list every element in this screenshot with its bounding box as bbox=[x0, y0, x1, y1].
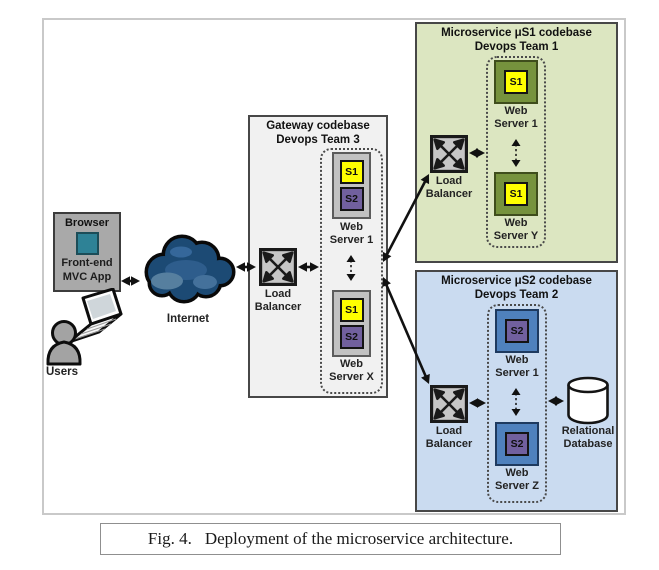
lb-label-line1: Load bbox=[435, 425, 463, 437]
s1-chip: S1 bbox=[504, 182, 528, 206]
ws-label-line2: Server 1 bbox=[329, 234, 374, 246]
database-label-line2: Database bbox=[563, 438, 613, 450]
lb-label-line2: Balancer bbox=[425, 188, 473, 200]
ws-label-line2: Server X bbox=[329, 371, 374, 383]
lb-label-line1: Load bbox=[264, 288, 292, 300]
caption-label: Fig. 4. bbox=[147, 529, 192, 548]
gateway-server-group bbox=[320, 148, 383, 394]
gateway-web-server-1-label: Web Server 1 bbox=[320, 221, 383, 247]
microservice2-load-balancer bbox=[429, 385, 469, 423]
ws-label-line1: Web bbox=[339, 221, 364, 233]
microservice1-lb-label: Load Balancer bbox=[420, 175, 478, 201]
microservice1-web-server-y-label: Web Server Y bbox=[486, 217, 546, 243]
microservice2-title: Microservice μS2 codebase bbox=[441, 275, 592, 287]
browser-title: Browser bbox=[64, 217, 110, 229]
microservice2-web-server-z-label: Web Server Z bbox=[487, 467, 547, 493]
caption-text: Deployment of the microservice architect… bbox=[204, 529, 514, 548]
microservice1-title: Microservice μS1 codebase bbox=[441, 27, 592, 39]
ws-label-line2: Server 1 bbox=[495, 367, 539, 379]
load-balancer-icon bbox=[430, 135, 468, 173]
internet-cloud-icon bbox=[144, 234, 236, 304]
ws-label-line2: Server Z bbox=[494, 480, 540, 492]
ws-label-line1: Web bbox=[505, 467, 529, 479]
users-icon bbox=[46, 288, 123, 366]
lb-label-line2: Balancer bbox=[254, 301, 302, 313]
internet-label: Internet bbox=[166, 313, 210, 325]
ws-label-line2: Server Y bbox=[493, 230, 539, 242]
load-balancer-icon bbox=[259, 248, 297, 286]
gateway-title: Gateway codebase bbox=[266, 120, 370, 132]
users-label: Users bbox=[46, 366, 78, 378]
browser-app-icon bbox=[75, 232, 99, 255]
database-label-line1: Relational bbox=[561, 425, 615, 437]
s1-chip: S1 bbox=[339, 298, 364, 322]
gateway-web-server-x-label: Web Server X bbox=[320, 358, 383, 384]
microservice2-web-server-1-label: Web Server 1 bbox=[487, 354, 547, 380]
gateway-web-server-x: S1 S2 bbox=[332, 290, 371, 357]
microservice2-server-group bbox=[487, 304, 547, 503]
gateway-web-server-1: S1 S2 bbox=[332, 152, 371, 219]
browser-box: Browser Front-end MVC App bbox=[53, 212, 121, 292]
database-label: Relational Database bbox=[554, 425, 622, 451]
microservice1-load-balancer bbox=[429, 135, 469, 173]
database-icon bbox=[567, 376, 609, 425]
lb-label-line1: Load bbox=[435, 175, 463, 187]
s2-chip: S2 bbox=[505, 432, 529, 456]
load-balancer-icon bbox=[430, 385, 468, 423]
gateway-team: Devops Team 3 bbox=[276, 134, 360, 146]
ws-label-line1: Web bbox=[504, 105, 528, 117]
microservice2-web-server-1: S2 bbox=[495, 309, 539, 353]
s2-chip: S2 bbox=[339, 187, 364, 211]
ws-label-line1: Web bbox=[505, 354, 529, 366]
microservice1-server-group bbox=[486, 56, 546, 248]
ws-label-line2: Server 1 bbox=[494, 118, 538, 130]
microservice1-team: Devops Team 1 bbox=[474, 41, 559, 53]
microservice1-web-server-y: S1 bbox=[494, 172, 538, 216]
microservice2-lb-label: Load Balancer bbox=[420, 425, 478, 451]
microservice1-web-server-1-label: Web Server 1 bbox=[486, 105, 546, 131]
s1-chip: S1 bbox=[504, 70, 528, 94]
s2-chip: S2 bbox=[505, 319, 529, 343]
browser-app-line2: MVC App bbox=[62, 271, 112, 283]
microservice2-web-server-z: S2 bbox=[495, 422, 539, 466]
microservice1-web-server-1: S1 bbox=[494, 60, 538, 104]
microservice2-team: Devops Team 2 bbox=[474, 289, 559, 301]
s2-chip: S2 bbox=[339, 325, 364, 349]
ws-label-line1: Web bbox=[339, 358, 364, 370]
lb-label-line2: Balancer bbox=[425, 438, 473, 450]
gateway-lb-label: Load Balancer bbox=[249, 288, 307, 314]
gateway-load-balancer bbox=[258, 248, 298, 286]
ws-label-line1: Web bbox=[504, 217, 528, 229]
browser-app-line1: Front-end bbox=[61, 257, 113, 269]
figure-caption: Fig. 4. Deployment of the microservice a… bbox=[100, 523, 561, 555]
s1-chip: S1 bbox=[339, 160, 364, 184]
